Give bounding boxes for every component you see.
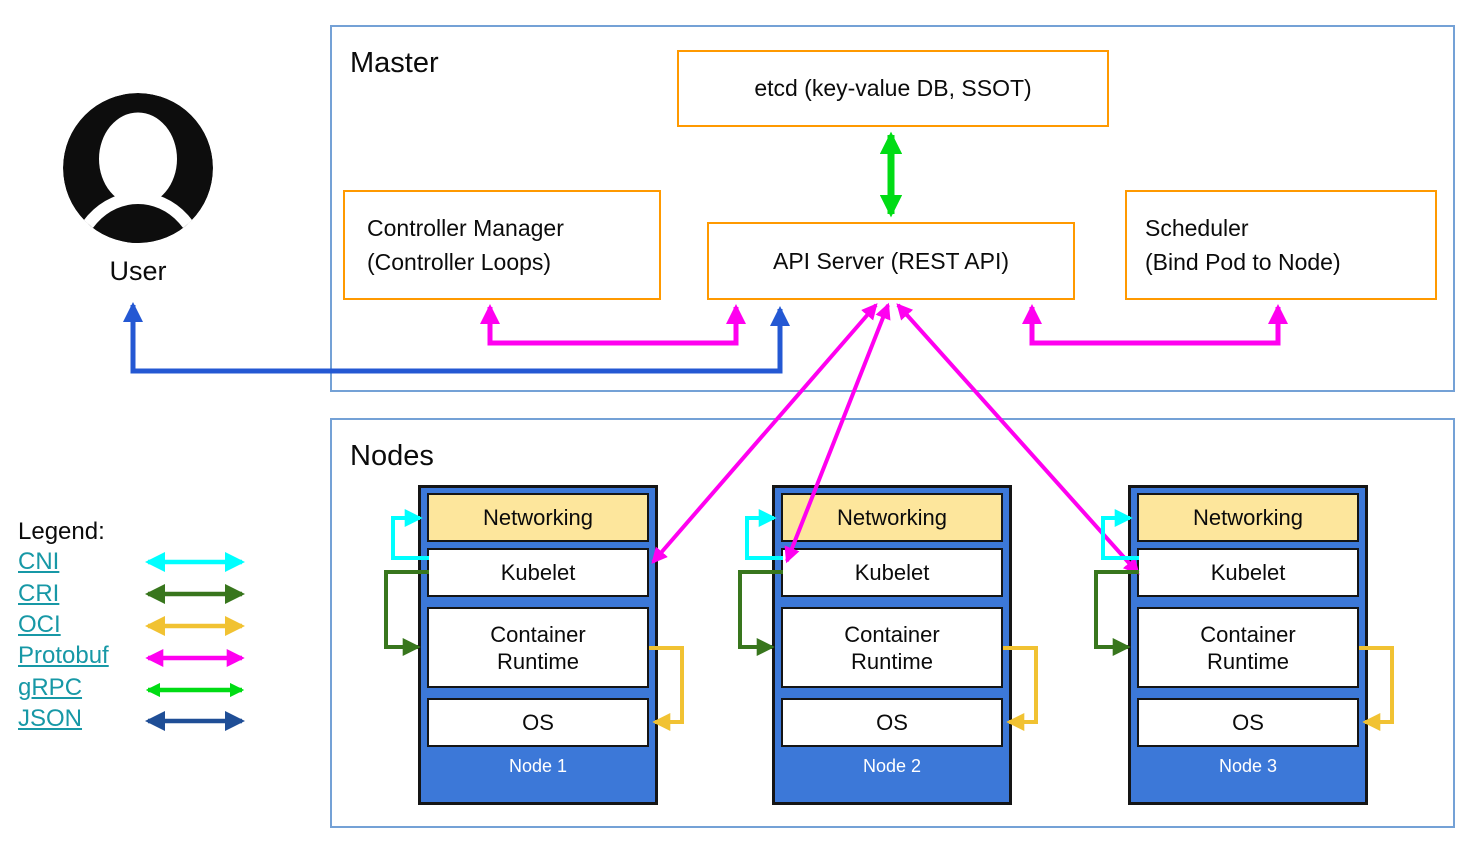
legend-link-cni[interactable]: CNI: [18, 548, 60, 575]
nodes-section-title: Nodes: [350, 440, 434, 472]
legend-link-json[interactable]: JSON: [18, 705, 83, 732]
node2-container-runtime-label: Container Runtime: [844, 621, 940, 674]
node3-container-runtime-label: Container Runtime: [1200, 621, 1296, 674]
node1-container-runtime-layer: Container Runtime: [427, 607, 649, 688]
controller-manager-label: Controller Manager: [367, 215, 564, 241]
master-section-title: Master: [350, 47, 439, 79]
node-2: Networking Kubelet Container Runtime OS …: [772, 485, 1012, 805]
node3-kubelet-layer: Kubelet: [1137, 548, 1359, 597]
node3-container-runtime-layer: Container Runtime: [1137, 607, 1359, 688]
node1-container-runtime-label: Container Runtime: [490, 621, 586, 674]
etcd-label: etcd (key-value DB, SSOT): [754, 75, 1032, 101]
legend-title: Legend:: [18, 518, 105, 545]
node3-networking-layer: Networking: [1137, 493, 1359, 542]
node1-kubelet-layer: Kubelet: [427, 548, 649, 597]
node-1: Networking Kubelet Container Runtime OS …: [418, 485, 658, 805]
legend-link-oci[interactable]: OCI: [18, 611, 61, 638]
api-server-box: API Server (REST API): [707, 222, 1075, 300]
legend-link-grpc[interactable]: gRPC: [18, 674, 83, 701]
node1-label: Node 1: [508, 756, 568, 776]
scheduler-box: Scheduler (Bind Pod to Node): [1125, 190, 1437, 300]
node1-os-layer: OS: [427, 698, 649, 747]
api-server-label: API Server (REST API): [772, 247, 1010, 274]
controller-manager-box: Controller Manager (Controller Loops): [343, 190, 661, 300]
etcd-box: etcd (key-value DB, SSOT): [677, 50, 1109, 127]
controller-manager-sublabel: (Controller Loops): [367, 249, 552, 275]
node3-os-layer: OS: [1137, 698, 1359, 747]
scheduler-sublabel: (Bind Pod to Node): [1145, 249, 1341, 275]
node2-container-runtime-layer: Container Runtime: [781, 607, 1003, 688]
user-icon: [63, 93, 213, 243]
user-label: User: [109, 256, 167, 286]
node-3: Networking Kubelet Container Runtime OS …: [1128, 485, 1368, 805]
node1-networking-layer: Networking: [427, 493, 649, 542]
node2-label: Node 2: [862, 756, 922, 776]
scheduler-label: Scheduler: [1145, 215, 1249, 241]
node2-kubelet-layer: Kubelet: [781, 548, 1003, 597]
legend-link-protobuf[interactable]: Protobuf: [18, 642, 109, 669]
node2-os-layer: OS: [781, 698, 1003, 747]
legend-link-cri[interactable]: CRI: [18, 580, 60, 607]
node2-networking-layer: Networking: [781, 493, 1003, 542]
node3-label: Node 3: [1218, 756, 1278, 776]
